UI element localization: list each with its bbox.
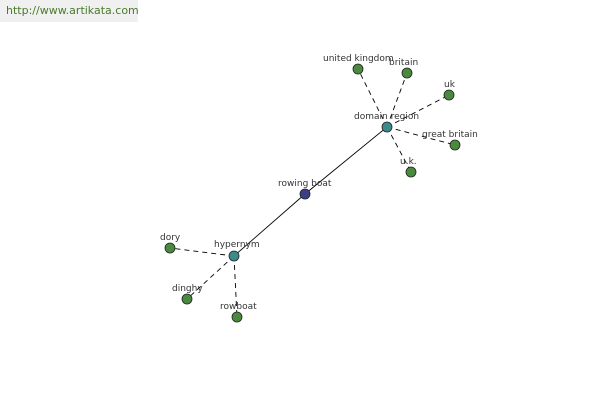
leaf-label-united-kingdom: united kingdom xyxy=(323,54,394,64)
center-node-rowing-boat[interactable] xyxy=(299,188,311,200)
hub-node-hypernym[interactable] xyxy=(228,250,240,262)
leaf-label-uk: uk xyxy=(444,80,456,90)
labels-layer: rowing boat domain region hypernym united k… xyxy=(160,54,478,312)
hub-label-domain-region: domain region xyxy=(354,112,419,122)
edges-layer xyxy=(169,68,456,318)
hub-node-domain-region[interactable] xyxy=(381,121,393,133)
url-banner: http://www.artikata.com xyxy=(0,0,139,22)
edge-rowing-boat-domain-region xyxy=(304,126,388,195)
leaf-node-dory[interactable] xyxy=(164,242,176,254)
edge-domain-region-united-kingdom xyxy=(357,68,388,128)
edge-hypernym-dory xyxy=(169,247,235,257)
leaf-node-united-kingdom[interactable] xyxy=(352,63,364,75)
nodes-layer xyxy=(164,63,461,323)
edge-domain-region-great-britain xyxy=(386,126,456,146)
edge-hypernym-rowboat xyxy=(233,255,238,318)
leaf-node-britain[interactable] xyxy=(401,67,413,79)
leaf-node-u-k[interactable] xyxy=(405,166,417,178)
leaf-node-great-britain[interactable] xyxy=(449,139,461,151)
leaf-label-great-britain: great britain xyxy=(422,130,478,140)
site-url-link[interactable]: http://www.artikata.com xyxy=(6,4,139,17)
leaf-node-rowboat[interactable] xyxy=(231,311,243,323)
edge-rowing-boat-hypernym xyxy=(233,193,306,257)
edge-domain-region-britain xyxy=(386,72,408,128)
leaf-node-uk[interactable] xyxy=(443,89,455,101)
leaf-label-britain: britain xyxy=(389,58,418,68)
edge-hypernym-dinghy xyxy=(186,255,235,300)
leaf-label-rowboat: rowboat xyxy=(220,302,257,312)
leaf-label-u-k: u.k. xyxy=(400,157,417,167)
leaf-label-dinghy: dinghy xyxy=(172,284,203,294)
edge-domain-region-uk xyxy=(386,94,450,128)
leaf-node-dinghy[interactable] xyxy=(181,293,193,305)
center-label-rowing-boat: rowing boat xyxy=(278,179,332,189)
leaf-label-dory: dory xyxy=(160,233,181,243)
hub-label-hypernym: hypernym xyxy=(214,240,260,250)
